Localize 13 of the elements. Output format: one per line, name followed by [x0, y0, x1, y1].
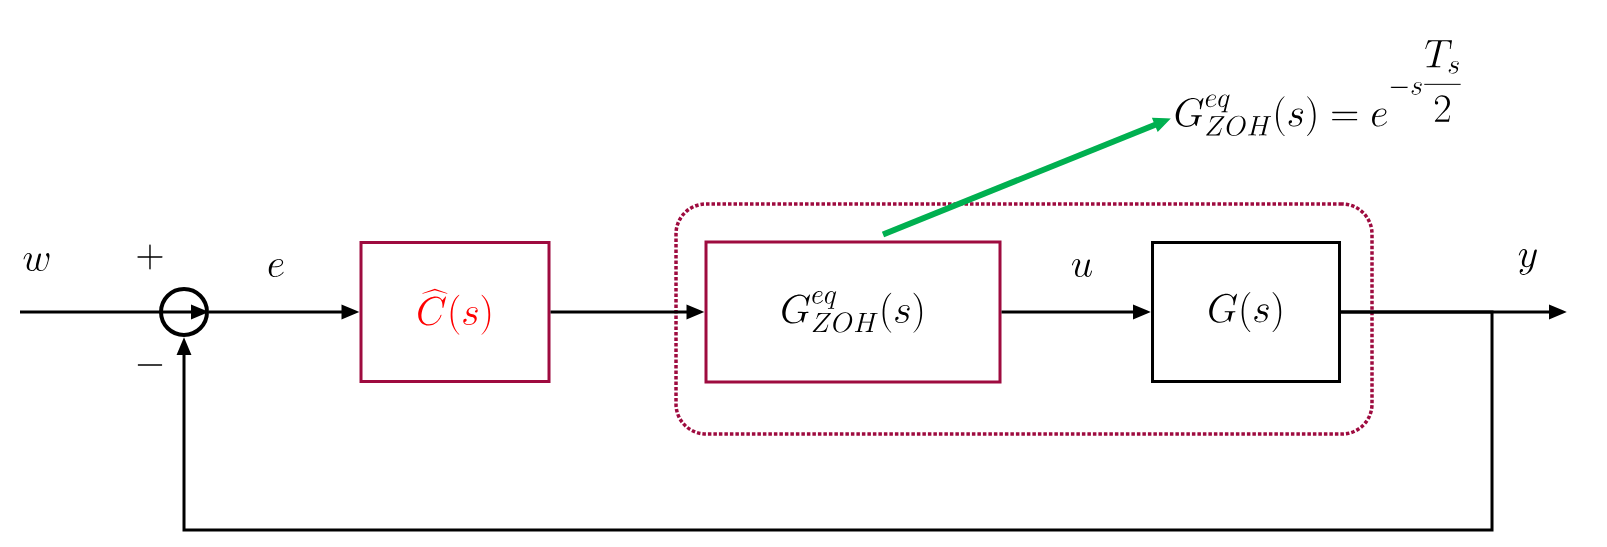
edge-label: $u$: [1069, 258, 1095, 278]
edge-label: $y$: [1516, 248, 1540, 276]
process-box: $G(s)$: [1151, 241, 1341, 383]
controller-box: $\widehat{C}(s)$: [359, 241, 551, 383]
arrow: [176, 310, 1494, 532]
edge-label: $e$: [265, 258, 287, 278]
process-box: $G^{eq}_{ZOH}(s)$: [704, 240, 1002, 384]
sign-label: $+$: [137, 244, 163, 270]
edge-label: $w$: [21, 252, 53, 272]
group-frame: [674, 202, 1374, 436]
equation-text: $G^{eq}_{ZOH}(s) = e^{-s\dfrac{T_s}{2}}$: [1175, 40, 1461, 137]
summing-junction: [159, 287, 209, 337]
sign-label: $-$: [137, 364, 163, 366]
